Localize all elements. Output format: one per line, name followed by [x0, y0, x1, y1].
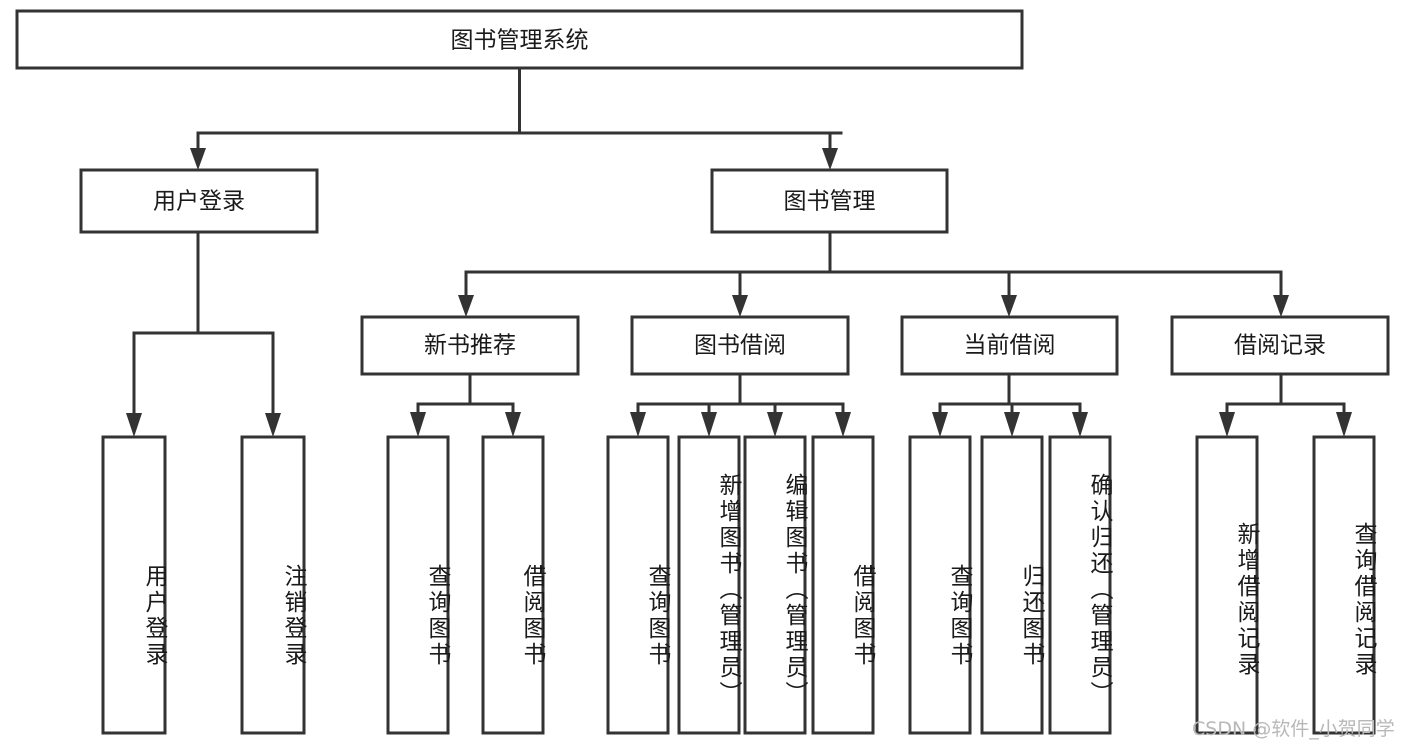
- leaf-box-edit-book[interactable]: [743, 435, 807, 735]
- connector-userlogin-to-leaves: [126, 230, 281, 437]
- node-user-login-box[interactable]: [79, 168, 319, 234]
- node-book-management-label: 图书管理: [784, 189, 876, 215]
- node-new-book-recommend-box[interactable]: [360, 315, 580, 376]
- connector-newbook-to-leaves: [410, 372, 521, 437]
- node-current-borrow-label: 当前借阅: [964, 333, 1056, 359]
- leaf-box-add-borrow-record[interactable]: [1195, 435, 1259, 735]
- csdn-watermark: CSDN @软件_小贺同学: [1192, 718, 1395, 740]
- connector-borrowrecord-to-leaves: [1219, 372, 1352, 437]
- leaf-box-query-book-recommend[interactable]: [386, 435, 450, 735]
- node-borrow-record-box[interactable]: [1170, 315, 1390, 376]
- node-root[interactable]: 图书管理系统: [15, 9, 1024, 70]
- connector-bookmgmt-to-level3: [458, 230, 1289, 317]
- leaf-box-borrow-book-recommend[interactable]: [481, 435, 545, 735]
- node-book-management[interactable]: 图书管理: [710, 168, 949, 234]
- node-book-management-box[interactable]: [710, 168, 949, 234]
- node-user-login-label: 用户登录: [153, 189, 245, 215]
- node-current-borrow-box[interactable]: [900, 315, 1119, 376]
- node-user-login[interactable]: 用户登录: [79, 168, 319, 234]
- leaf-box-logout[interactable]: [240, 435, 306, 735]
- leaf-box-user-login[interactable]: [101, 435, 167, 735]
- node-root-box[interactable]: [15, 9, 1024, 70]
- node-book-borrow[interactable]: 图书借阅: [630, 315, 850, 376]
- leaf-box-return-book[interactable]: [980, 435, 1044, 735]
- leaf-boxes: [101, 435, 1376, 735]
- node-root-label: 图书管理系统: [451, 28, 589, 54]
- leaf-box-borrow-book[interactable]: [811, 435, 875, 735]
- node-current-borrow[interactable]: 当前借阅: [900, 315, 1119, 376]
- node-book-borrow-label: 图书借阅: [694, 333, 786, 359]
- connector-bookborrow-to-leaves: [630, 372, 851, 437]
- node-borrow-record[interactable]: 借阅记录: [1170, 315, 1390, 376]
- node-book-borrow-box[interactable]: [630, 315, 850, 376]
- connector-currentborrow-to-leaves: [932, 372, 1088, 437]
- node-new-book-recommend[interactable]: 新书推荐: [360, 315, 580, 376]
- node-borrow-record-label: 借阅记录: [1234, 333, 1326, 359]
- leaf-box-confirm-return[interactable]: [1048, 435, 1112, 735]
- leaf-box-add-book[interactable]: [677, 435, 741, 735]
- node-new-book-recommend-label: 新书推荐: [424, 333, 516, 359]
- connector-root-to-level2: [190, 66, 843, 170]
- leaf-box-query-borrow-record[interactable]: [1312, 435, 1376, 735]
- leaf-box-query-book-borrow[interactable]: [606, 435, 670, 735]
- leaf-box-query-book-current[interactable]: [908, 435, 972, 735]
